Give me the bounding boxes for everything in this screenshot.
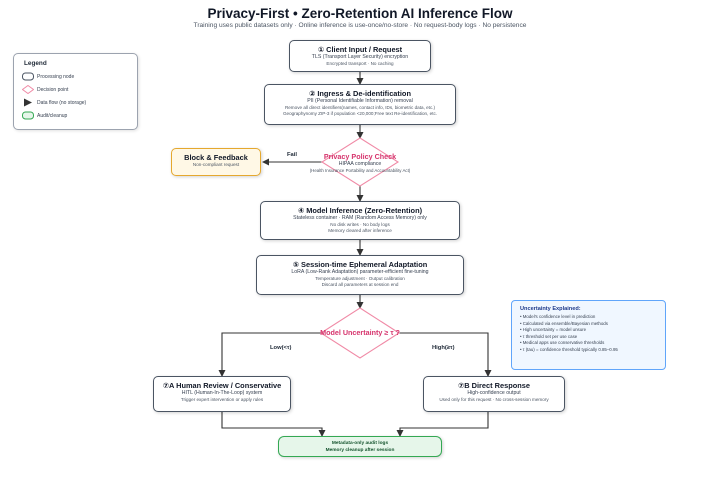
node-audit-cleanup: Metadata-only audit logs Memory cleanup … (278, 436, 442, 457)
edge-direct-audit (396, 412, 489, 437)
explainer-item: • High uncertainty = model unsure (520, 327, 587, 332)
node-sub: Remove all direct identifiers(names, con… (284, 105, 436, 110)
audit-line: Memory cleanup after session (325, 448, 395, 453)
edge-uncertainty-human (218, 332, 321, 377)
audit-line: Metadata-only audit logs (331, 441, 389, 446)
node-model-inference: ④ Model Inference (Zero-Retention) State… (260, 201, 460, 240)
node-sub: Temperature adjustment · Output calibrat… (315, 276, 405, 281)
edge-label-low: Low(<τ) (270, 345, 292, 351)
node-sub: Discard all parameters at session end (321, 282, 399, 287)
node-sub: Trigger expert intervention or apply rul… (180, 397, 264, 402)
processing-node-icon (22, 72, 34, 81)
node-title: ⑦A Human Review / Conservative (162, 381, 282, 390)
decision-model-uncertainty: Model Uncertainty ≥ τ ? (300, 328, 420, 337)
node-direct-response: ⑦B Direct Response High-confidence outpu… (423, 376, 565, 412)
node-sub: PII (Personal Identifiable Information) … (307, 98, 413, 104)
node-sub: Encrypted transport · No caching (326, 61, 394, 66)
edge-label-high: High(≥τ) (432, 345, 455, 351)
node-sub: High-confidence output (467, 390, 521, 396)
node-title: ② Ingress & De-identification (309, 89, 411, 98)
node-sub: Memory cleared after inference (328, 228, 392, 233)
node-human-review: ⑦A Human Review / Conservative HITL (Hum… (153, 376, 291, 412)
decision-policy-check: Privacy Policy Check HIPAA compliance (H… (270, 152, 450, 174)
node-ingress: ② Ingress & De-identification PII (Perso… (264, 84, 456, 125)
edge-human-audit (221, 412, 326, 437)
node-sub: Non-compliant request (192, 162, 240, 167)
node-sub: Stateless container · RAM (Random Access… (293, 215, 427, 221)
page-title: Privacy-First • Zero-Retention AI Infere… (207, 6, 513, 21)
node-title: ① Client Input / Request (317, 45, 403, 54)
explainer-item: • Model's confidence level in prediction (520, 314, 596, 319)
node-block-feedback: Block & Feedback Non-compliant request (171, 148, 261, 176)
uncertainty-explainer: Uncertainty Explained: • Model's confide… (511, 300, 666, 370)
decision-sub: (Health Insurance Portability and Accoun… (309, 168, 411, 173)
node-sub: LoRA (Low-Rank Adaptation) parameter-eff… (291, 269, 429, 275)
node-sub: Geographynomy ZIP-3 if population <20,00… (282, 111, 438, 116)
page-subtitle: Training uses public datasets only · Onl… (193, 22, 527, 29)
explainer-item: • Calculated via ensemble/Bayesian metho… (520, 320, 608, 326)
audit-node-icon (22, 111, 34, 120)
node-session-adaptation: ⑤ Session-time Ephemeral Adaptation LoRA… (256, 255, 464, 295)
explainer-title: Uncertainty Explained: (520, 306, 581, 312)
arrow-icon (24, 98, 32, 107)
legend: Legend Processing node Decision point Da… (13, 53, 138, 130)
explainer-item: • τ (tau) = confidence threshold typical… (520, 346, 618, 352)
edge-label-fail: Fail (287, 152, 297, 158)
node-sub: No disk writes · No body logs (330, 222, 390, 227)
node-title: ⑤ Session-time Ephemeral Adaptation (292, 260, 428, 269)
node-sub: HITL (Human-In-The-Loop) system (181, 390, 263, 396)
legend-title: Legend (24, 60, 47, 67)
decision-policy-diamond (320, 137, 400, 187)
node-title: Block & Feedback (184, 153, 248, 162)
node-sub: Used only for this request · No cross-se… (439, 397, 549, 402)
node-title: ④ Model Inference (Zero-Retention) (297, 206, 423, 215)
explainer-item: • Medical apps use conservative threshol… (520, 340, 605, 345)
decision-uncertainty-diamond (319, 307, 401, 359)
decision-title: Privacy Policy Check (323, 152, 397, 161)
node-title: ⑦B Direct Response (458, 381, 530, 390)
node-sub: TLS (Transport Layer Security) encryptio… (311, 54, 409, 60)
decision-sub: HIPAA compliance (338, 161, 382, 167)
edge-uncertainty-direct (399, 332, 492, 377)
decision-diamond-icon (22, 85, 34, 94)
explainer-item: • τ threshold set per use case (520, 333, 578, 339)
decision-title: Model Uncertainty ≥ τ ? (320, 328, 400, 337)
node-client-input: ① Client Input / Request TLS (Transport … (289, 40, 431, 72)
